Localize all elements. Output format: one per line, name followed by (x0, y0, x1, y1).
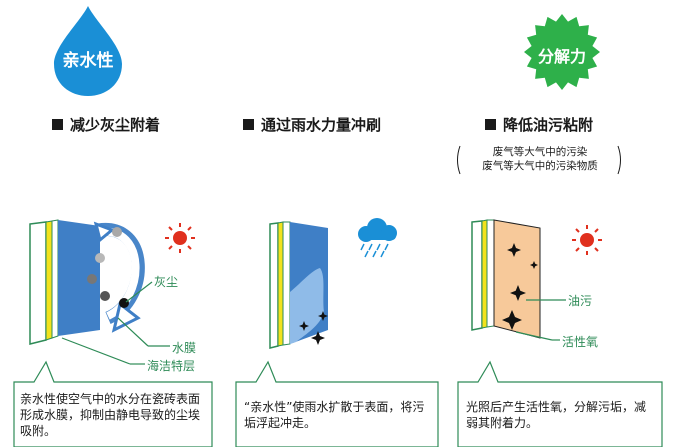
label-active-oxygen: 活性氧 (562, 335, 599, 349)
label-water-film: 水膜 (172, 341, 197, 355)
heading-col3: 降低油污粘附 (485, 114, 593, 135)
badge-hydrophilic: 亲水性 (62, 51, 114, 71)
water-drop-badge (54, 6, 122, 96)
note-brackets (457, 145, 621, 175)
oil-stains (502, 243, 538, 330)
tile-diagram-oil (471, 219, 541, 339)
heading-col3-text: 降低油污粘附 (503, 116, 594, 134)
bullet-square (52, 119, 63, 130)
callout-boxes (13, 360, 663, 447)
note-line-2: 废气等大气中的污染物质 (482, 160, 598, 172)
bullet-square (243, 119, 254, 130)
leader-lines-col3 (515, 299, 566, 341)
sun-icon (165, 223, 195, 253)
heading-col1-text: 减少灰尘附着 (70, 116, 161, 134)
callout-text-col2: “亲水性”使雨水扩散于表面，将污垢浮起冲走。 (244, 400, 425, 430)
badge-decompose: 分解力 (537, 47, 586, 66)
heading-col2: 通过雨水力量冲刷 (243, 114, 381, 135)
note-line-1: 废气等大气中的污染 (492, 146, 588, 158)
dirt-stars-col2 (299, 311, 328, 345)
leader-lines-col1 (61, 281, 170, 365)
callout-text-col3: 光照后产生活性氧，分解污垢，减弱其附着力。 (466, 400, 647, 430)
tile-diagram-dust (29, 219, 145, 345)
callout-text-col1: 亲水性使空气中的水分在瓷砖表面形成水膜，抑制由静电导致的尘埃吸附。 (20, 392, 201, 438)
label-haijie-layer: 海洁特层 (147, 359, 196, 373)
rain-cloud-icon (358, 218, 397, 258)
label-dust: 灰尘 (154, 275, 179, 289)
label-oil: 油污 (568, 294, 593, 308)
tile-diagram-rain (269, 221, 328, 349)
bullet-square (485, 119, 496, 130)
heading-col1: 减少灰尘附着 (52, 114, 160, 135)
sun-icon-2 (572, 225, 602, 255)
dust-particles (87, 227, 129, 308)
starburst-badge (524, 14, 600, 90)
heading-col2-text: 通过雨水力量冲刷 (261, 116, 382, 134)
pollution-note: 废气等大气中的污染 废气等大气中的污染物质 (462, 145, 618, 173)
